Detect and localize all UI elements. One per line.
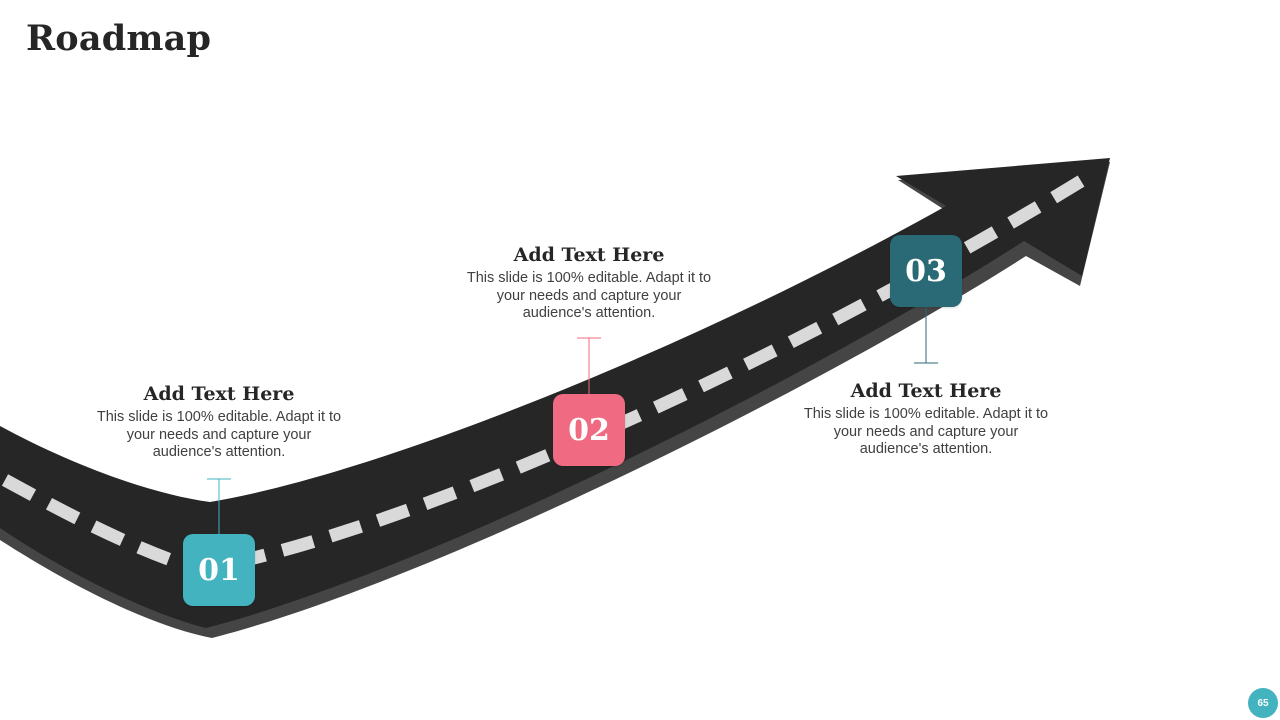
- step-01-heading: Add Text Here: [143, 383, 295, 405]
- connector-01: [207, 478, 231, 536]
- connector-03: [914, 306, 938, 364]
- road-surface: [0, 158, 1110, 628]
- page-number-badge: 65: [1248, 688, 1278, 718]
- step-03-text: Add Text Here This slide is 100% editabl…: [801, 380, 1051, 459]
- step-02-text: Add Text Here This slide is 100% editabl…: [464, 244, 714, 323]
- step-03-number: 03: [905, 253, 947, 289]
- step-01-badge: 01: [183, 534, 255, 606]
- page-number: 65: [1257, 697, 1269, 709]
- step-02-badge: 02: [553, 394, 625, 466]
- connector-02: [577, 337, 601, 395]
- step-02-heading: Add Text Here: [513, 244, 665, 266]
- step-03-badge: 03: [890, 235, 962, 307]
- slide-title: Roadmap: [26, 18, 212, 59]
- step-01-number: 01: [198, 552, 240, 588]
- step-03-heading: Add Text Here: [850, 380, 1002, 402]
- step-03-body: This slide is 100% editable. Adapt it to…: [803, 406, 1049, 457]
- step-01-text: Add Text Here This slide is 100% editabl…: [94, 383, 344, 462]
- step-02-body: This slide is 100% editable. Adapt it to…: [466, 270, 712, 321]
- step-01-body: This slide is 100% editable. Adapt it to…: [96, 409, 342, 460]
- road-center-dashes: [1, 166, 1100, 577]
- step-02-number: 02: [568, 412, 610, 448]
